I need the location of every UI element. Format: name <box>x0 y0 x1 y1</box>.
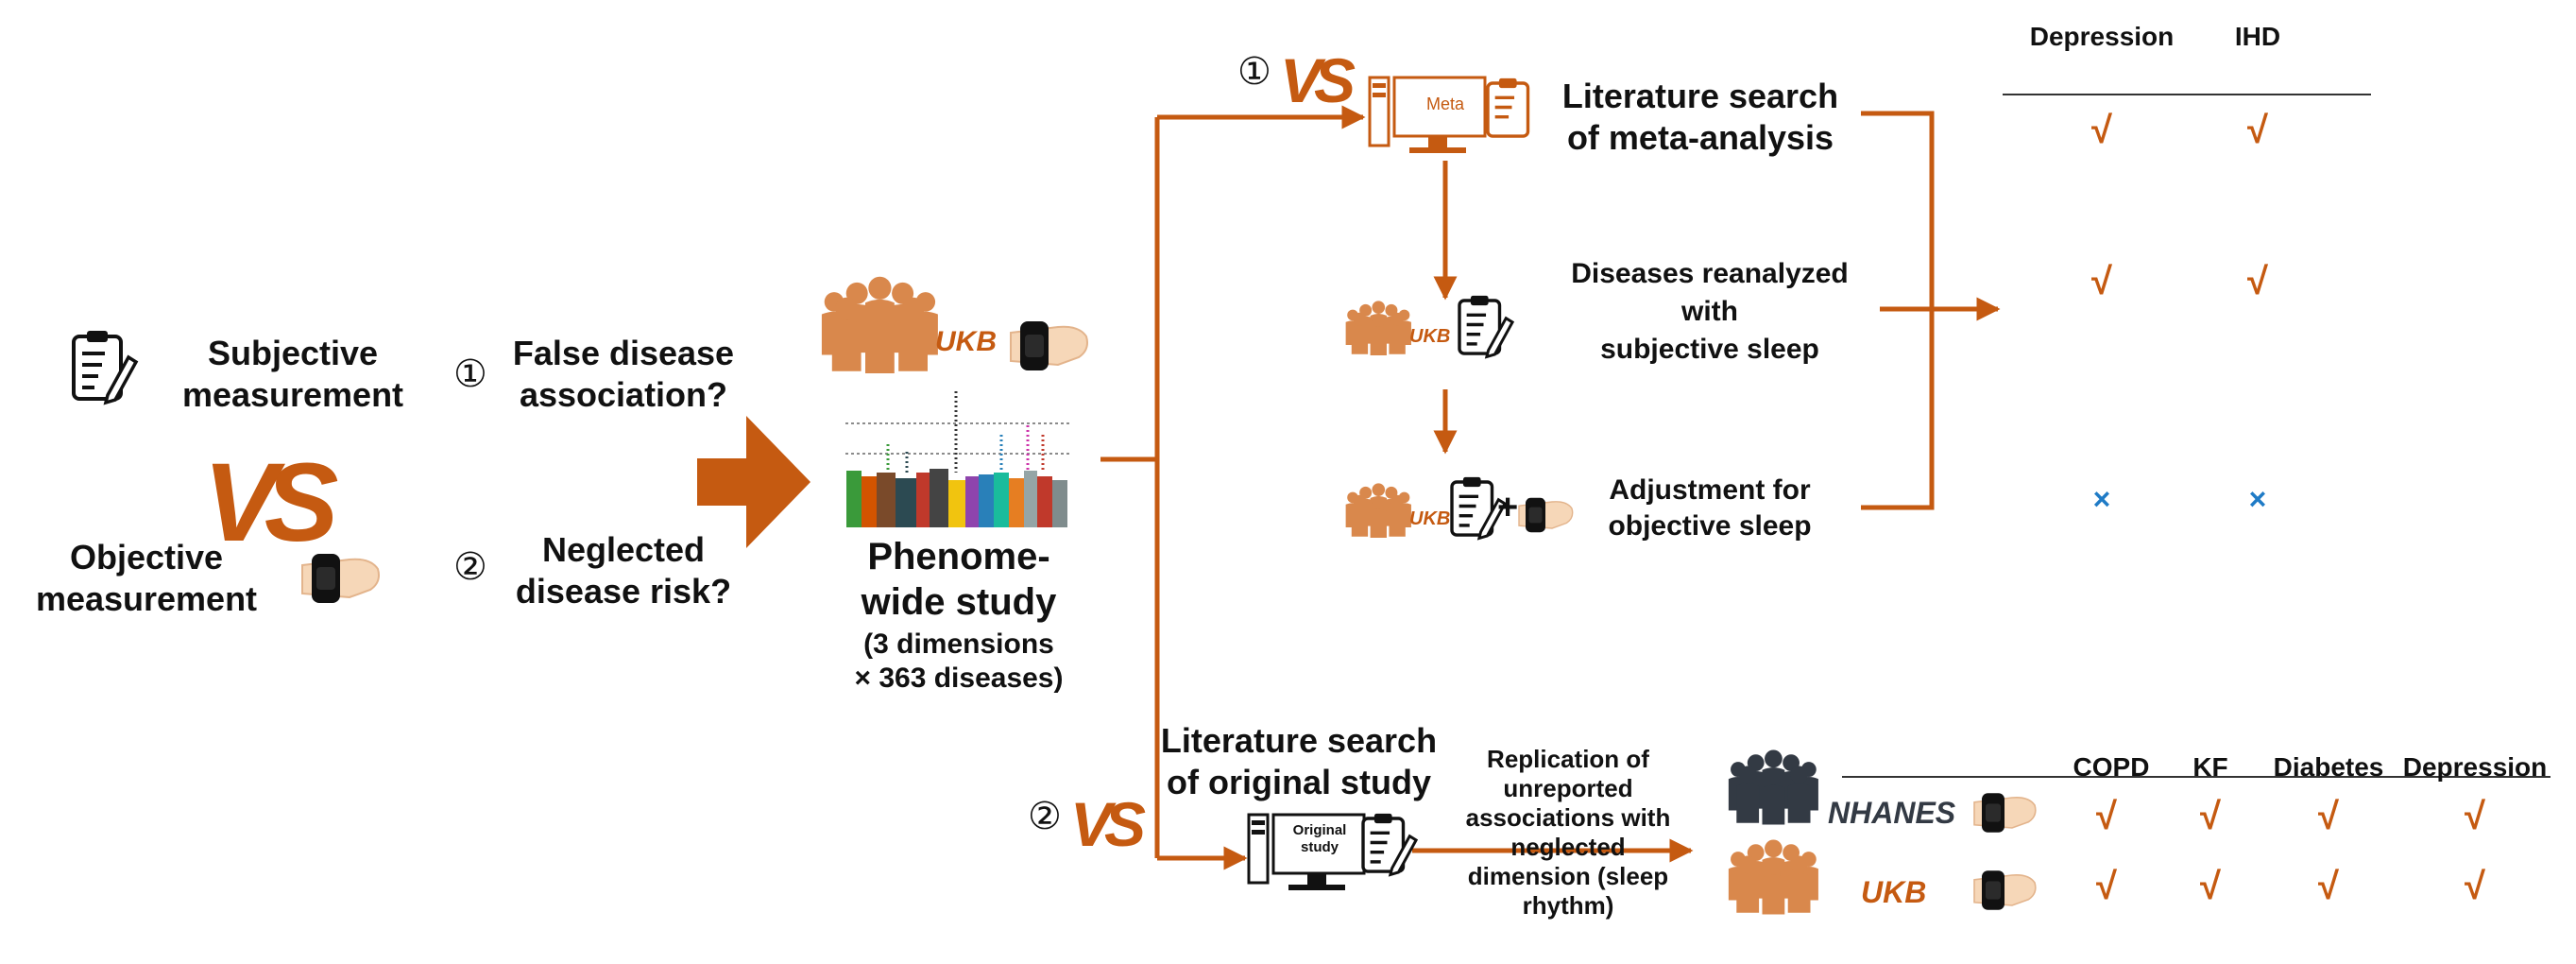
vs-logo: VS <box>1280 45 1356 115</box>
crowd-icon <box>1729 839 1818 914</box>
lit-search-original: Literature search of original study <box>1160 721 1438 801</box>
check-mark: √ <box>2091 261 2112 302</box>
objective-label: Objective measurement <box>35 538 258 618</box>
check-mark: √ <box>2096 866 2117 907</box>
check-mark: √ <box>2091 110 2112 151</box>
lit-search-meta: Literature search of meta-analysis <box>1561 77 1839 157</box>
question-number: ② <box>453 545 487 589</box>
watch-icon <box>1518 497 1574 533</box>
check-mark: √ <box>2465 866 2485 907</box>
check-mark: √ <box>2465 796 2485 837</box>
watch-icon <box>1973 869 2037 911</box>
check-mark: √ <box>2096 796 2117 837</box>
ukb-label: UKB <box>935 326 997 357</box>
ukb-label: UKB <box>1409 326 1451 347</box>
plus-icon: + <box>1497 488 1519 527</box>
replication-label: Replication of unreported associations w… <box>1465 745 1671 920</box>
clipboard-icon <box>72 329 138 405</box>
table2-header: KF <box>2192 752 2228 782</box>
table2-header: COPD <box>2073 752 2150 782</box>
clipboard-icon <box>1458 294 1514 359</box>
branch-number: ① <box>1237 50 1271 94</box>
question-number: ① <box>453 353 487 396</box>
check-mark: √ <box>2200 796 2221 837</box>
row-label-nhanes: NHANES <box>1828 796 1956 830</box>
watch-icon <box>1010 320 1088 371</box>
reanalyzed-label: Diseases reanalyzed with subjective slee… <box>1571 258 1849 365</box>
crowd-icon <box>822 277 938 373</box>
phenome-subtitle: (3 dimensions × 363 diseases) <box>854 628 1064 694</box>
watch-icon <box>1973 792 2037 834</box>
flow-lines <box>1100 105 2001 870</box>
ukb-label: UKB <box>1409 508 1451 529</box>
adjustment-label: Adjustment for objective sleep <box>1608 474 1812 542</box>
big-arrow-icon <box>697 416 810 548</box>
crowd-icon <box>1346 301 1411 355</box>
cross-mark: × <box>2092 482 2111 516</box>
computer-icon <box>1368 76 1487 153</box>
manhattan-plot-icon <box>845 391 1072 527</box>
row-label-ukb: UKB <box>1861 875 1927 909</box>
check-mark: √ <box>2200 866 2221 907</box>
table2-header: Depression <box>2402 752 2548 782</box>
original-study-label: Original study <box>1292 822 1347 855</box>
meta-label: Meta <box>1426 95 1465 113</box>
check-mark: √ <box>2318 796 2339 837</box>
check-mark: √ <box>2247 261 2268 302</box>
branch-number: ② <box>1028 795 1062 838</box>
check-mark: √ <box>2247 110 2268 151</box>
vs-logo: VS <box>1070 789 1146 859</box>
crowd-icon <box>1346 483 1411 538</box>
table2-header: Diabetes <box>2273 752 2384 782</box>
crowd-icon <box>1729 749 1818 824</box>
cross-mark: × <box>2248 482 2267 516</box>
watch-icon <box>301 553 380 604</box>
check-mark: √ <box>2318 866 2339 907</box>
subjective-label: Subjective measurement <box>181 334 404 414</box>
phenome-title: Phenome- wide study <box>861 536 1057 623</box>
table1-header: Depression <box>2029 22 2175 51</box>
table1-header: IHD <box>2234 22 2281 51</box>
question-1: False disease association? <box>512 334 735 414</box>
clipboard-icon <box>1361 812 1418 877</box>
clipboard-icon <box>1486 77 1530 138</box>
question-2: Neglected disease risk? <box>515 530 732 611</box>
